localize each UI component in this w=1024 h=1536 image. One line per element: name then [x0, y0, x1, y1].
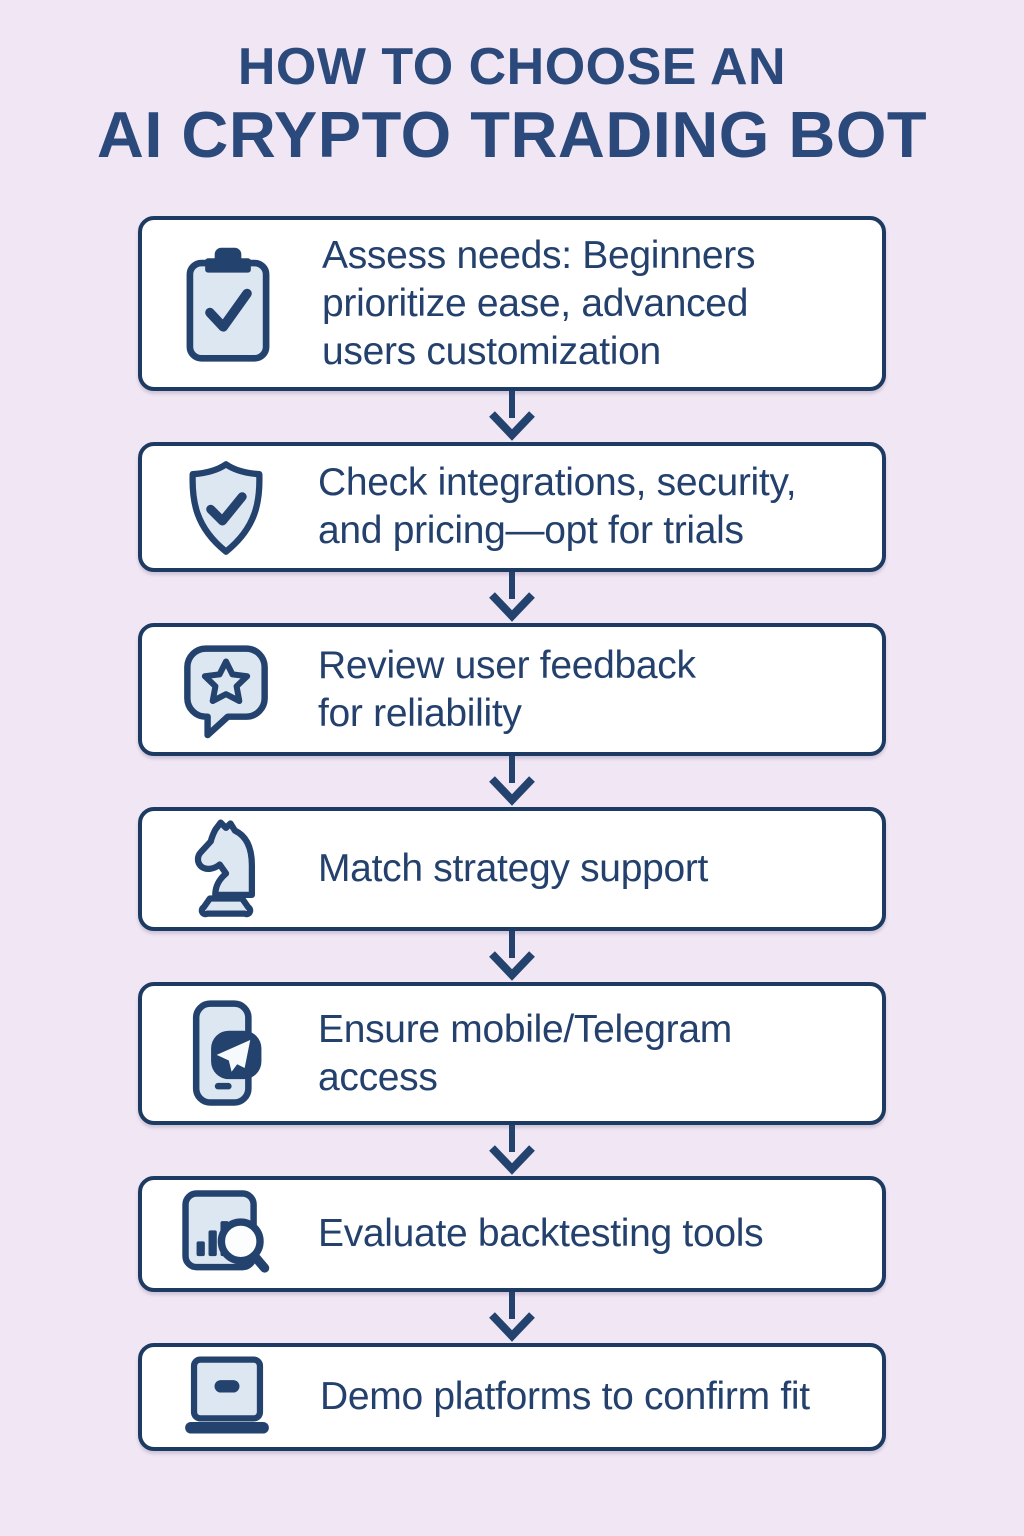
arrow-down-icon — [138, 931, 886, 982]
step-label: Check integrations, security, and pricin… — [318, 461, 797, 552]
step-card-demo-platforms: Demo platforms to confirm fit — [138, 1343, 886, 1451]
step-label: Match strategy support — [318, 847, 709, 890]
step-label: Ensure mobile/Telegram access — [318, 1007, 732, 1099]
step-label: Review user feedback for reliability — [318, 643, 696, 735]
arrow-down-icon — [138, 572, 886, 623]
step-label: Assess needs: Beginners prioritize ease,… — [322, 233, 756, 373]
feedback-star-bubble-icon — [178, 641, 274, 739]
phone-telegram-icon — [178, 999, 274, 1109]
clipboard-check-icon — [178, 244, 278, 364]
step-card-evaluate-backtesting: Evaluate backtesting tools — [138, 1176, 886, 1292]
shield-check-icon — [178, 457, 274, 558]
page-title-line1: HOW TO CHOOSE AN — [237, 38, 787, 96]
arrow-down-icon — [138, 756, 886, 807]
infographic: HOW TO CHOOSE AN AI CRYPTO TRADING BOT A… — [0, 0, 1024, 1451]
chess-knight-icon — [178, 819, 274, 919]
step-card-match-strategy: Match strategy support — [138, 807, 886, 931]
arrow-down-icon — [138, 1125, 886, 1176]
step-label: Demo platforms to confirm fit — [320, 1375, 810, 1418]
step-label: Evaluate backtesting tools — [318, 1212, 764, 1255]
arrow-down-icon — [138, 391, 886, 442]
laptop-demo-icon — [178, 1355, 276, 1439]
arrow-down-icon — [138, 1292, 886, 1343]
flowchart: Assess needs: Beginners prioritize ease,… — [138, 216, 886, 1451]
step-card-mobile-access: Ensure mobile/Telegram access — [138, 982, 886, 1125]
step-card-assess-needs: Assess needs: Beginners prioritize ease,… — [138, 216, 886, 391]
page-title-line2: AI CRYPTO TRADING BOT — [96, 98, 928, 171]
page-title: HOW TO CHOOSE AN AI CRYPTO TRADING BOT — [0, 0, 1024, 172]
step-card-check-integrations: Check integrations, security, and pricin… — [138, 442, 886, 572]
backtesting-search-chart-icon — [178, 1188, 274, 1280]
step-card-review-feedback: Review user feedback for reliability — [138, 623, 886, 756]
